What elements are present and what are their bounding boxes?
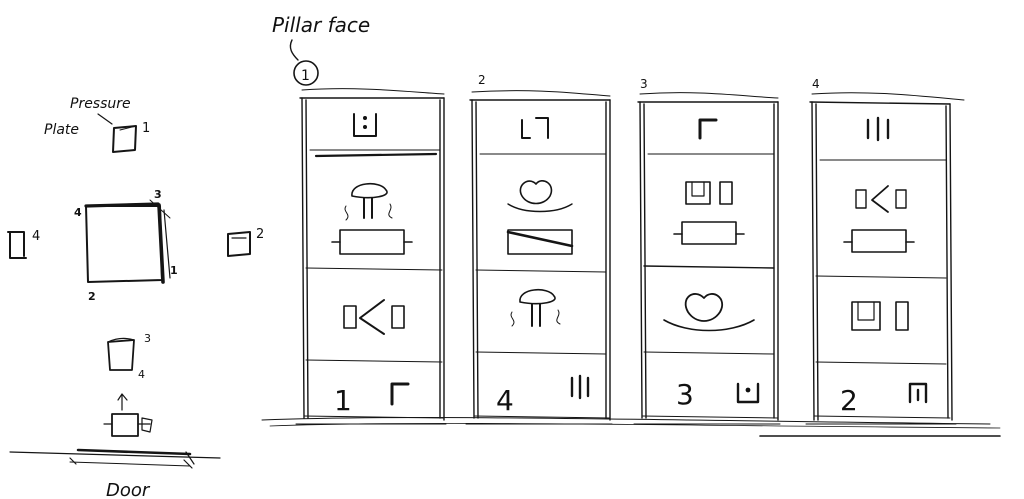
pillar-2-label: 2 xyxy=(478,73,486,87)
pressure-plate-2 xyxy=(227,231,251,257)
room-square xyxy=(84,199,171,284)
pressure-plate-3 xyxy=(107,337,135,371)
pillar-1-number: 1 xyxy=(334,384,352,417)
pillar-3-number: 3 xyxy=(676,378,694,411)
pressure-label-2: Plate xyxy=(44,122,79,138)
plate-number-4-below: 4 xyxy=(138,368,145,381)
room-plan: Pressure Plate 1 3 4 1 2 4 2 xyxy=(7,96,264,499)
pressure-plate-4 xyxy=(7,231,27,259)
pressure-label-1: Pressure xyxy=(70,96,131,112)
plate-number-2: 2 xyxy=(256,227,264,242)
door xyxy=(9,448,221,469)
plate-number-1: 1 xyxy=(142,121,150,136)
pillar-2-number: 4 xyxy=(496,384,514,417)
plate-number-4: 4 xyxy=(32,229,40,244)
corner-3: 3 xyxy=(154,188,162,201)
pillar-1 xyxy=(295,88,447,425)
ground-lines xyxy=(261,416,1001,437)
pillar-4-label: 4 xyxy=(812,77,820,91)
plate-number-3: 3 xyxy=(144,332,151,345)
player-cube xyxy=(103,393,153,437)
corner-2: 2 xyxy=(88,290,96,303)
corner-4: 4 xyxy=(74,206,82,219)
pillar-face-marker: 1 xyxy=(301,68,310,84)
pillar-2 xyxy=(465,90,613,425)
pillar-face-label: Pillar face xyxy=(272,13,370,37)
pillar-4 xyxy=(805,92,965,425)
pillar-4-number: 2 xyxy=(840,384,858,417)
door-label: Door xyxy=(106,480,151,499)
corner-1: 1 xyxy=(170,264,178,277)
pressure-plate-1 xyxy=(112,125,137,153)
pillar-3 xyxy=(633,92,781,425)
pillar-3-label: 3 xyxy=(640,77,648,91)
